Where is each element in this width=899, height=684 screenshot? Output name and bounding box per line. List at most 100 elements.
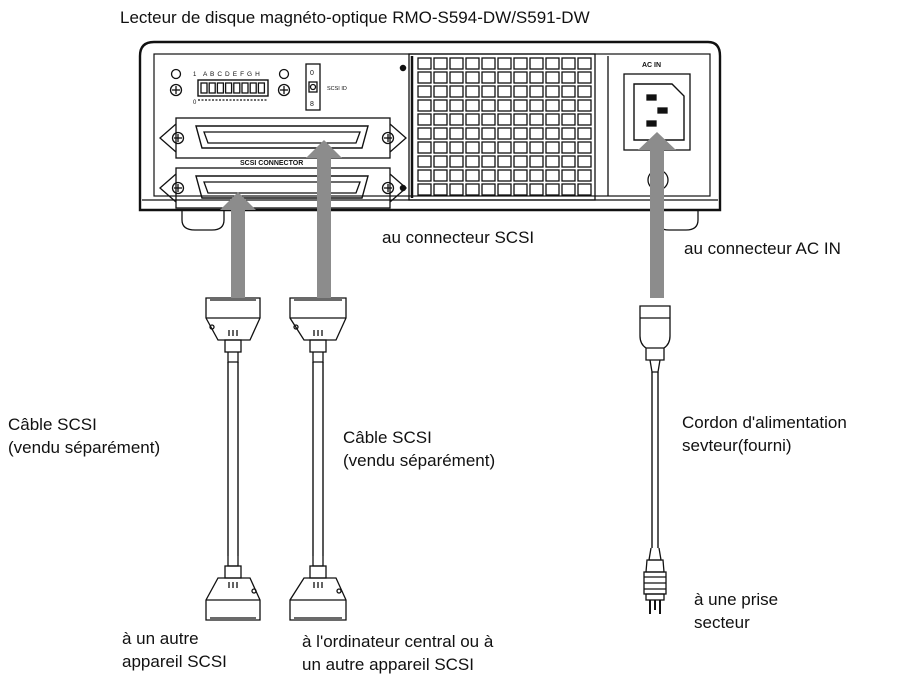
grille-slot xyxy=(497,113,512,126)
grille-slot xyxy=(497,57,512,70)
label-dest-power-line2: secteur xyxy=(694,613,750,632)
grille-slot xyxy=(529,141,544,154)
grille-slot xyxy=(513,155,528,168)
grille-slot xyxy=(481,57,496,70)
grille-slot xyxy=(481,155,496,168)
grille-slot xyxy=(465,183,480,196)
grille-slot xyxy=(577,127,592,140)
grille-slot xyxy=(433,155,448,168)
scsi-connector-lower xyxy=(159,167,407,209)
ventilation-grille xyxy=(399,53,596,201)
grille-slot xyxy=(433,71,448,84)
device-rear-panel xyxy=(138,40,722,231)
grille-slot xyxy=(561,169,576,182)
grille-slot xyxy=(545,127,560,140)
dip-switch-block xyxy=(197,79,269,101)
label-dest-middle-line1: à l'ordinateur central ou à xyxy=(302,632,494,651)
grille-slot xyxy=(433,57,448,70)
grille-slot xyxy=(417,85,432,98)
scsi-cable-left xyxy=(205,297,261,621)
dip-switch-toggle xyxy=(200,82,208,94)
label-dest-left-line1: à un autre xyxy=(122,629,199,648)
grille-slot xyxy=(481,71,496,84)
grille-slot xyxy=(561,99,576,112)
grille-slot xyxy=(577,141,592,154)
grille-slot xyxy=(561,155,576,168)
grille-slot xyxy=(529,71,544,84)
grille-slot xyxy=(561,127,576,140)
scsi-id-digit-top: 0 xyxy=(310,70,314,77)
scsi-cable-middle xyxy=(289,297,347,621)
grille-slot xyxy=(513,71,528,84)
panel-screws-left xyxy=(169,68,291,97)
grille-slot xyxy=(417,127,432,140)
grille-slot xyxy=(497,183,512,196)
dip-switch-toggle xyxy=(208,82,216,94)
label-dest-left: à un autre appareil SCSI xyxy=(122,627,227,673)
grille-slot xyxy=(497,85,512,98)
grille-slot xyxy=(417,71,432,84)
dip-switch-toggle xyxy=(233,82,241,94)
label-cable-middle-line2: (vendu séparément) xyxy=(343,451,496,470)
grille-slot xyxy=(577,57,592,70)
ac-in-label: AC IN xyxy=(642,62,661,69)
grille-slot xyxy=(529,57,544,70)
dip-switch-toggle xyxy=(224,82,233,94)
grille-slot xyxy=(577,169,592,182)
power-cord xyxy=(639,305,671,614)
grille-slot xyxy=(561,71,576,84)
label-power-cord-line1: Cordon d'alimentation xyxy=(682,413,847,432)
grille-slot xyxy=(577,113,592,126)
grille-slot xyxy=(417,113,432,126)
grille-slot xyxy=(449,99,464,112)
grille-slot xyxy=(433,169,448,182)
scsi-id-label: SCSI ID xyxy=(327,86,347,92)
grille-slot xyxy=(529,85,544,98)
grille-slot xyxy=(577,183,592,196)
grille-slot xyxy=(481,99,496,112)
grille-slot xyxy=(545,155,560,168)
label-cable-middle: Câble SCSI (vendu séparément) xyxy=(343,426,495,472)
grille-slot xyxy=(465,85,480,98)
grille-slot xyxy=(465,127,480,140)
grille-slot xyxy=(465,155,480,168)
scsi-connector-upper xyxy=(159,117,407,159)
grille-slot xyxy=(513,85,528,98)
grille-slot xyxy=(465,57,480,70)
grille-slot xyxy=(529,113,544,126)
grille-slot xyxy=(577,99,592,112)
grille-slot xyxy=(577,71,592,84)
grille-slot xyxy=(417,141,432,154)
grille-slot xyxy=(481,85,496,98)
grille-slot xyxy=(465,141,480,154)
grille-slot xyxy=(497,169,512,182)
connection-arrows xyxy=(220,132,676,298)
grille-slot xyxy=(433,183,448,196)
grille-slot xyxy=(529,155,544,168)
grille-slot xyxy=(433,141,448,154)
grille-slot xyxy=(497,141,512,154)
grille-slot xyxy=(513,113,528,126)
grille-slot xyxy=(417,57,432,70)
label-dest-power-line1: à une prise xyxy=(694,590,779,609)
dip-switch-letters: A B C D E F G H xyxy=(203,71,260,78)
grille-slot xyxy=(545,85,560,98)
dip-switch-toggle xyxy=(241,82,249,94)
grille-slot xyxy=(513,127,528,140)
grille-slot xyxy=(449,85,464,98)
grille-slot xyxy=(465,71,480,84)
grille-slot xyxy=(577,155,592,168)
grille-slot xyxy=(513,99,528,112)
grille-slot xyxy=(545,71,560,84)
grille-slot xyxy=(481,141,496,154)
grille-slot xyxy=(449,155,464,168)
label-cable-left-line2: (vendu séparément) xyxy=(8,438,161,457)
grille-slot xyxy=(513,169,528,182)
grille-slot xyxy=(545,99,560,112)
grille-slot xyxy=(513,183,528,196)
scsi-id-digit-bottom: 8 xyxy=(310,101,314,108)
grille-slot xyxy=(497,127,512,140)
dip-switch-toggle xyxy=(216,82,225,94)
grille-slot xyxy=(561,57,576,70)
grille-slot xyxy=(529,183,544,196)
